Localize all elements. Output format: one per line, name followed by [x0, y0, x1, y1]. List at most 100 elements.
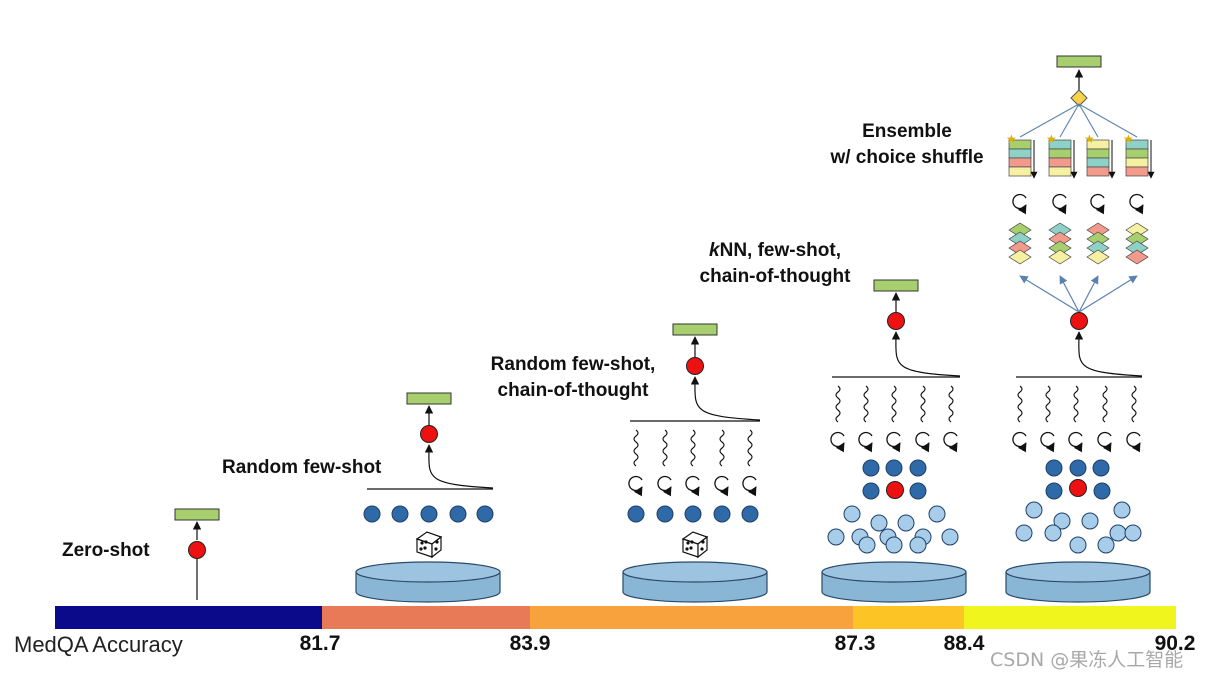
ensemble-squiggle-0: [1017, 385, 1023, 423]
ensemble-vote-line-0: [1019, 103, 1080, 138]
random-cot-dice-icon-pip-0: [686, 541, 690, 545]
ensemble-vote-line-1: [1059, 103, 1080, 138]
knn-neighbor-top-dot-0: [862, 459, 880, 477]
random-cot-cycle-icon-0: [628, 475, 643, 497]
ensemble-far-dot-d-0: [1069, 536, 1087, 554]
random-cot-question-dot: [686, 357, 704, 375]
random-cot-dice-icon-pip-5: [700, 547, 704, 551]
random-few-shot-dice-icon-right: [431, 535, 442, 559]
random-cot-squiggle-2: [690, 429, 696, 467]
ensemble-squiggle-3: [1102, 385, 1108, 423]
random-cot-dice-icon-pip-3: [690, 540, 694, 544]
random-cot-example-dot-2: [684, 505, 702, 523]
random-cot-squiggle-4: [747, 429, 753, 467]
knn-question-dot: [887, 312, 905, 330]
ensemble-curve-arrow: [1074, 331, 1143, 377]
knn-neighbor-mid-dot-1: [909, 482, 927, 500]
ensemble-far-dot-a-1: [1113, 501, 1131, 519]
knn-far-dot-b-0: [870, 514, 888, 532]
label-knn-italic-k: k: [709, 240, 720, 261]
ensemble-fanout-arrow-2: [1078, 275, 1099, 313]
ensemble-star-icon-1: ★: [1046, 132, 1057, 146]
accuracy-bar-segment-4: [964, 606, 1176, 629]
ensemble-cycle-icon-0: [1012, 193, 1027, 215]
random-cot-example-dot-3: [713, 505, 731, 523]
ensemble-star-icon-2: ★: [1084, 132, 1095, 146]
ensemble-neighbor-top-dot-0: [1045, 459, 1063, 477]
axis-tick-4: 90.2: [1154, 632, 1196, 655]
random-cot-cycle-icon-4: [742, 475, 757, 497]
ensemble-star-icon-3: ★: [1123, 132, 1134, 146]
random-cot-example-dot-1: [656, 505, 674, 523]
ensemble-choice-stack-3-3: [1125, 166, 1149, 177]
accuracy-bar-segment-0: [55, 606, 322, 629]
random-cot-example-dot-4: [741, 505, 759, 523]
random-cot-squiggle-1: [662, 429, 668, 467]
random-cot-cycle-icon-3: [714, 475, 729, 497]
ensemble-far-dot-c-3: [1124, 524, 1142, 542]
ensemble-neighbor-top-dot-1: [1069, 459, 1087, 477]
ensemble-cycle-icon-4: [1126, 431, 1141, 453]
ensemble-neighbor-right-dot-0: [1092, 459, 1110, 477]
knn-squiggle-4: [948, 385, 954, 423]
random-few-shot-output-bar: [406, 392, 452, 405]
ensemble-fanout-arrow-0: [1019, 275, 1080, 313]
knn-far-dot-d-2: [909, 536, 927, 554]
watermark: CSDN @果冻人工智能: [990, 649, 1184, 671]
random-cot-output-bar: [672, 323, 718, 336]
zero-shot-question-dot: [188, 541, 206, 559]
label-ensemble-line1: Ensemble: [862, 121, 952, 142]
ensemble-shuffled-choice-2-3: [1086, 249, 1110, 265]
ensemble-cycle-icon-2: [1068, 431, 1083, 453]
ensemble-vote-diamond: [1070, 89, 1088, 107]
random-few-shot-dice-icon-pip-0: [420, 541, 424, 545]
axis-tick-2: 87.3: [834, 632, 876, 655]
ensemble-far-dot-d-1: [1097, 536, 1115, 554]
ensemble-choice-stack-2-3: [1086, 166, 1110, 177]
random-few-shot-example-dot-1: [391, 505, 409, 523]
ensemble-squiggle-4: [1131, 385, 1137, 423]
random-few-shot-example-dot-3: [449, 505, 467, 523]
knn-far-dot-d-0: [858, 536, 876, 554]
knn-curve-arrow: [891, 331, 961, 377]
knn-squiggle-2: [891, 385, 897, 423]
ensemble-output-bar: [1056, 55, 1102, 68]
knn-cycle-icon-0: [830, 431, 845, 453]
label-random-cot: Random few-shot, chain-of-thought: [478, 352, 668, 404]
knn-database-top: [821, 561, 967, 583]
random-few-shot-dice-icon-pip-2: [419, 547, 423, 551]
ensemble-fanout-arrow-1: [1059, 275, 1080, 313]
ensemble-cycle-icon-1: [1052, 193, 1067, 215]
random-cot-dice-icon-right: [697, 535, 708, 559]
label-random-few-shot: Random few-shot: [222, 457, 382, 478]
random-few-shot-dice-icon-pip-5: [434, 547, 438, 551]
random-few-shot-dice-icon-pip-4: [435, 540, 439, 544]
ensemble-cycle-icon-1: [1040, 431, 1055, 453]
label-random-cot-line1: Random few-shot,: [490, 354, 656, 375]
ensemble-far-dot-a-0: [1025, 501, 1043, 519]
random-few-shot-dice-icon-pip-3: [424, 540, 428, 544]
label-knn-cot-line2: chain-of-thought: [699, 266, 851, 287]
random-cot-dice-icon: [681, 531, 709, 559]
knn-squiggle-3: [920, 385, 926, 423]
ensemble-star-icon-0: ★: [1006, 132, 1017, 146]
knn-cycle-icon-1: [858, 431, 873, 453]
ensemble-cycle-icon-3: [1097, 431, 1112, 453]
random-few-shot-dice-icon: [415, 531, 443, 559]
random-few-shot-example-dot-2: [420, 505, 438, 523]
knn-squiggle-0: [835, 385, 841, 423]
ensemble-shuffled-choice-3-3: [1125, 249, 1149, 265]
knn-query-dot: [886, 481, 904, 499]
random-cot-cycle-icon-2: [685, 475, 700, 497]
ensemble-query-dot: [1069, 479, 1087, 497]
random-cot-squiggle-3: [719, 429, 725, 467]
random-few-shot-curve-arrow: [424, 444, 494, 489]
random-cot-database-top: [622, 561, 768, 583]
axis-tick-0: 81.7: [299, 632, 341, 655]
axis-tick-1: 83.9: [509, 632, 551, 655]
knn-cycle-icon-2: [886, 431, 901, 453]
knn-cycle-icon-4: [943, 431, 958, 453]
ensemble-far-dot-c-0: [1015, 524, 1033, 542]
knn-far-dot-a-1: [928, 505, 946, 523]
random-few-shot-dice-icon-pip-1: [423, 546, 427, 550]
